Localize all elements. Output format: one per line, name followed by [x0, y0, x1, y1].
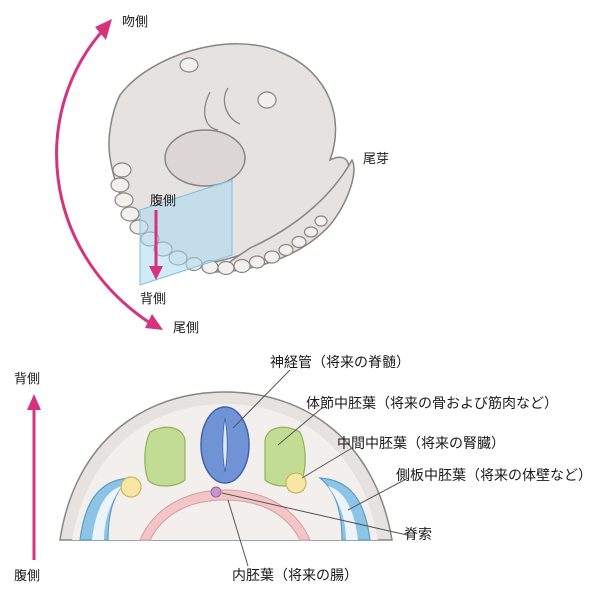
label-section-ventral: 腹側: [14, 568, 40, 584]
label-notochord: 脊索: [404, 526, 432, 543]
label-section-dorsal: 背側: [14, 372, 40, 387]
somite-left: [145, 427, 185, 486]
label-caudal: 尾側: [173, 321, 199, 336]
label-tail-bud: 尾芽: [363, 152, 389, 167]
label-ventral-top: 腹側: [150, 193, 176, 209]
eye-placode: [180, 58, 198, 72]
intermediate-left: [121, 477, 141, 497]
otic-vesicle: [258, 92, 276, 108]
intermediate-right: [286, 473, 306, 493]
embryo-side-view: 吻側 尾芽 腹側 背側 尾側: [57, 15, 389, 336]
label-intermediate-mesoderm: 中間中胚葉（将来の腎臓）: [337, 436, 505, 452]
transverse-section: 背側 腹側 神経管（将来の脊髄）: [14, 355, 592, 584]
label-dorsal-top: 背側: [140, 292, 166, 307]
heart-bulge: [165, 130, 245, 186]
label-lateral-plate-mesoderm: 側板中胚葉（将来の体壁など）: [396, 468, 592, 484]
neural-canal: [223, 418, 228, 472]
label-rostral: 吻側: [122, 15, 148, 30]
label-neural-tube: 神経管（将来の脊髄）: [270, 355, 410, 371]
notochord: [211, 487, 221, 497]
label-somite-mesoderm: 体節中胚葉（将来の骨および筋肉など）: [306, 395, 558, 412]
dorso-ventral-arrowhead: [27, 394, 41, 410]
label-endoderm: 内胚葉（将来の腸）: [232, 568, 358, 584]
